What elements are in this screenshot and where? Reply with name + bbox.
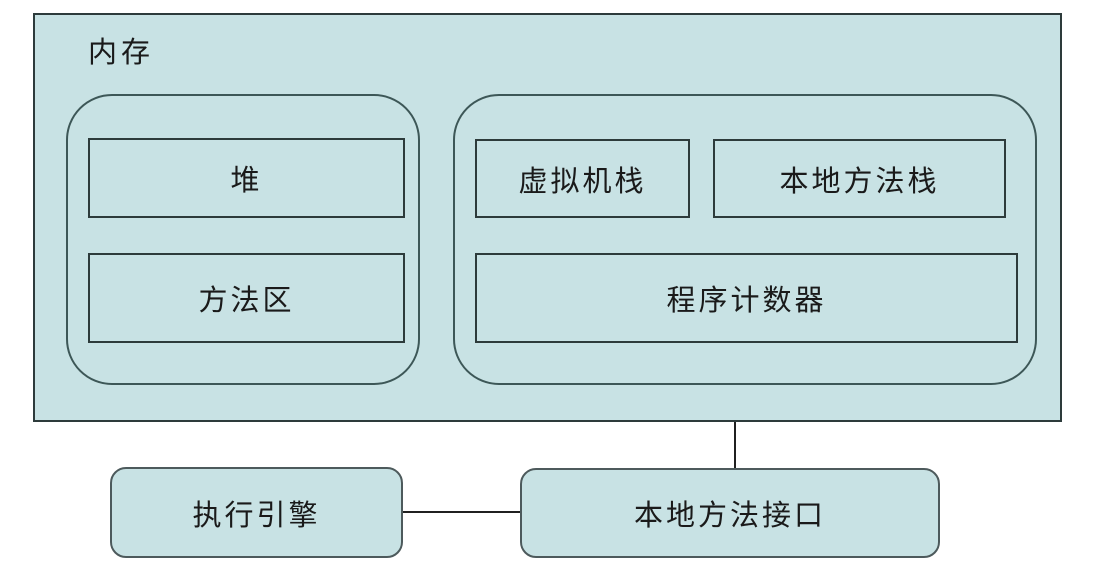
- heap-method-area-group: [66, 94, 420, 385]
- heap-label: 堆: [230, 165, 263, 197]
- memory-to-nmi-connector-line: [734, 422, 736, 468]
- execution-engine-label: 执行引擎: [192, 499, 321, 532]
- method-area-label: 方法区: [198, 285, 295, 317]
- native-method-stack-label: 本地方法栈: [779, 165, 940, 198]
- native-method-interface-label: 本地方法接口: [633, 500, 826, 532]
- heap-box: 堆: [88, 138, 405, 218]
- memory-label: 内存: [88, 37, 155, 69]
- vm-stack-label: 虚拟机栈: [518, 165, 647, 198]
- native-method-stack-box: 本地方法栈: [713, 139, 1006, 218]
- native-method-interface-box: 本地方法接口: [520, 468, 940, 558]
- execution-engine-box: 执行引擎: [110, 467, 403, 558]
- engine-to-nmi-connector-line: [403, 511, 520, 513]
- vm-stack-box: 虚拟机栈: [475, 139, 690, 218]
- program-counter-box: 程序计数器: [475, 253, 1018, 343]
- program-counter-label: 程序计数器: [666, 285, 827, 317]
- method-area-box: 方法区: [88, 253, 405, 343]
- thread-data-group: [453, 94, 1037, 385]
